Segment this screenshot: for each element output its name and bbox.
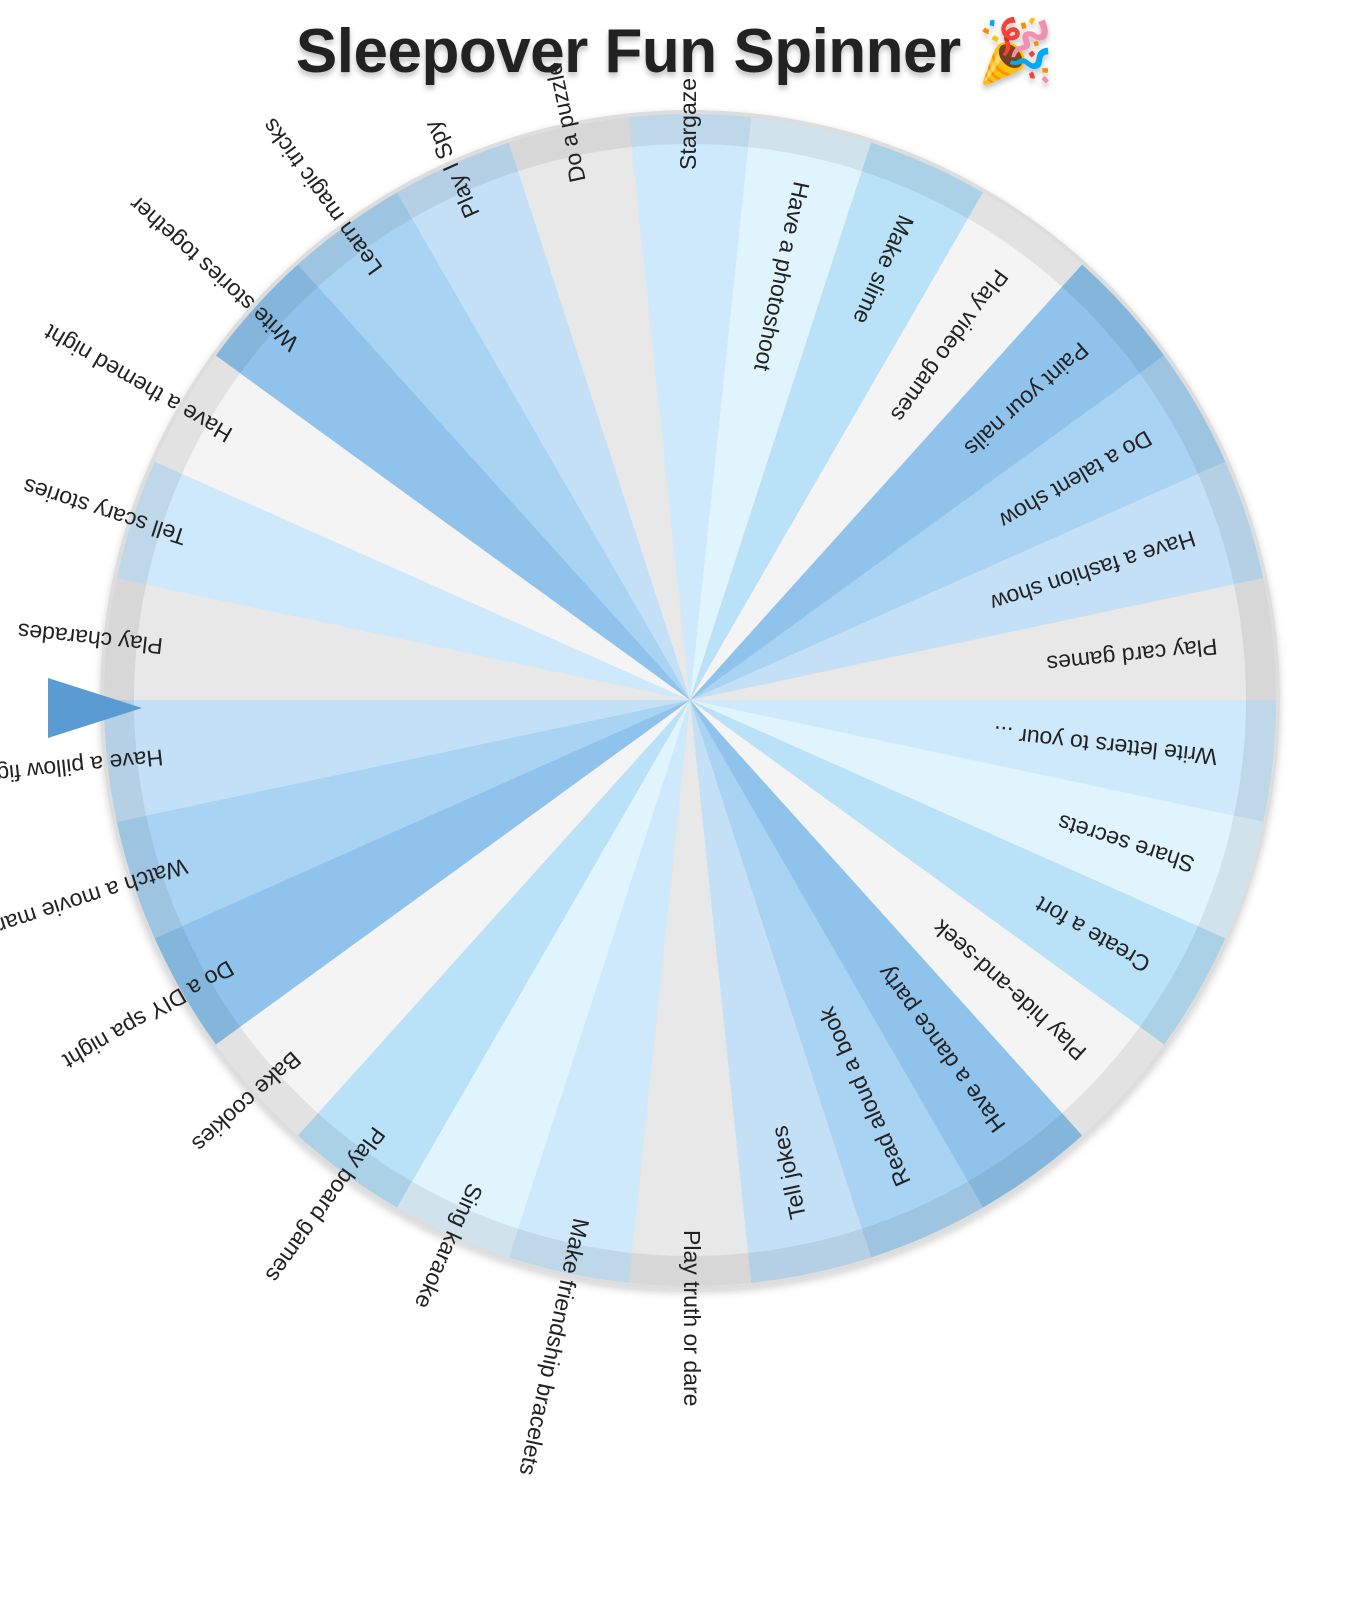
wheel-segment[interactable] — [690, 700, 1063, 1182]
wheel-segment[interactable] — [690, 700, 1198, 1027]
wheel-segment[interactable] — [518, 147, 690, 701]
wheel-segment[interactable] — [690, 473, 1234, 700]
wheel-segment[interactable] — [146, 700, 690, 927]
wheel-segment[interactable] — [412, 700, 690, 1229]
wheel-segment[interactable] — [182, 700, 690, 1027]
wheel-segment-label: Play truth or dare — [679, 1230, 705, 1406]
wheel-segment[interactable] — [690, 700, 1246, 816]
wheel-segment[interactable] — [317, 700, 690, 1182]
wheel-segment[interactable] — [690, 700, 1234, 927]
wheel-segment-label: Stargaze — [675, 78, 701, 170]
wheel-segment[interactable] — [182, 373, 690, 700]
wheel-segment[interactable] — [690, 700, 862, 1253]
wheel-segment[interactable] — [690, 286, 1140, 700]
wheel-segment[interactable] — [690, 584, 1246, 700]
wheel-segment[interactable] — [690, 373, 1198, 700]
wheel-segment[interactable] — [240, 286, 690, 700]
wheel-segment[interactable] — [631, 144, 749, 700]
wheel-slices[interactable] — [134, 144, 1246, 1256]
wheel-segment[interactable] — [690, 700, 1140, 1114]
triangle-pointer-icon — [48, 678, 142, 738]
wheel-segment[interactable] — [317, 218, 690, 701]
wheel-segment[interactable] — [134, 700, 690, 816]
wheel-segment-label: Write stories together — [124, 191, 304, 357]
wheel-segment[interactable] — [134, 584, 690, 700]
page-title-text: Sleepover Fun Spinner — [295, 17, 961, 86]
wheel-segment[interactable] — [690, 147, 862, 701]
wheel-segment[interactable] — [518, 700, 690, 1253]
wheel-segment[interactable] — [631, 700, 749, 1256]
wheel-segment[interactable] — [412, 171, 690, 700]
wheel-segment[interactable] — [690, 171, 968, 700]
wheel-segment[interactable] — [690, 700, 968, 1229]
wheel-segment[interactable] — [146, 473, 690, 700]
page-title: Sleepover Fun Spinner 🎉 — [0, 14, 1350, 88]
wheel-segment[interactable] — [240, 700, 690, 1114]
wheel-segment[interactable] — [690, 218, 1063, 701]
party-popper-icon: 🎉 — [977, 14, 1055, 87]
